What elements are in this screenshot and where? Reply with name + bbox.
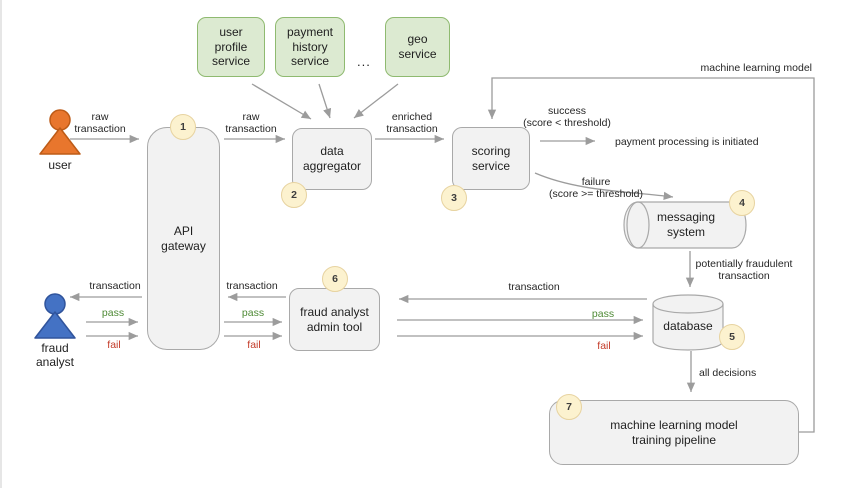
node-fraud-analyst-admin-tool[interactable]: fraud analyst admin tool <box>289 288 380 351</box>
label-pass-gateway: pass <box>241 307 265 319</box>
label-fail-analyst: fail <box>107 339 121 351</box>
node-payment-history-service[interactable]: payment history service <box>275 17 345 77</box>
label-enriched-transaction: enriched transaction <box>386 111 438 136</box>
label-success: success (score < threshold) <box>523 105 611 130</box>
step-badge-4: 4 <box>729 190 755 216</box>
node-messaging-system[interactable]: messaging system <box>656 210 716 239</box>
step-badge-6: 6 <box>322 266 348 292</box>
node-database[interactable]: database <box>663 318 713 333</box>
label-fail-database: fail <box>597 340 611 352</box>
step-badge-5: 5 <box>719 324 745 350</box>
edge-user-profile-to-aggregator <box>251 83 312 120</box>
label-pass-database: pass <box>591 308 615 320</box>
step-badge-2: 2 <box>281 182 307 208</box>
node-user-profile-service[interactable]: user profile service <box>197 17 265 77</box>
label-machine-learning-model: machine learning model <box>700 62 812 74</box>
label-all-decisions: all decisions <box>699 367 757 379</box>
label-transaction-gateway: transaction <box>226 280 278 292</box>
edge-failure <box>534 172 674 200</box>
label-raw-transaction-2: raw transaction <box>225 111 277 136</box>
step-badge-3: 3 <box>441 185 467 211</box>
node-data-aggregator[interactable]: data aggregator <box>292 128 372 190</box>
label-payment-processing: payment processing is initiated <box>615 136 759 148</box>
edge-geo-to-aggregator <box>353 83 399 119</box>
fraud-analyst-icon <box>34 293 76 339</box>
step-badge-7: 7 <box>556 394 582 420</box>
label-raw-transaction-1: raw transaction <box>74 111 126 136</box>
edge-payment-history-to-aggregator <box>318 83 332 119</box>
label-transaction-analyst: transaction <box>89 280 141 292</box>
label-potentially-fraudulent: potentially fraudulent transaction <box>695 258 793 283</box>
more-services-ellipsis: ... <box>357 54 371 69</box>
label-transaction-database: transaction <box>508 281 560 293</box>
node-geo-service[interactable]: geo service <box>385 17 450 77</box>
user-icon <box>39 109 81 155</box>
label-fail-gateway: fail <box>247 339 261 351</box>
node-scoring-service[interactable]: scoring service <box>452 127 530 190</box>
label-failure: failure (score >= threshold) <box>549 176 643 201</box>
node-api-gateway[interactable]: API gateway <box>147 127 220 350</box>
step-badge-1: 1 <box>170 114 196 140</box>
edge-ml-feedback <box>487 77 815 433</box>
node-ml-training-pipeline[interactable]: machine learning model training pipeline <box>549 400 799 465</box>
fraud-analyst-label: fraud analyst <box>35 341 75 370</box>
label-pass-analyst: pass <box>101 307 125 319</box>
user-label: user <box>48 158 72 172</box>
